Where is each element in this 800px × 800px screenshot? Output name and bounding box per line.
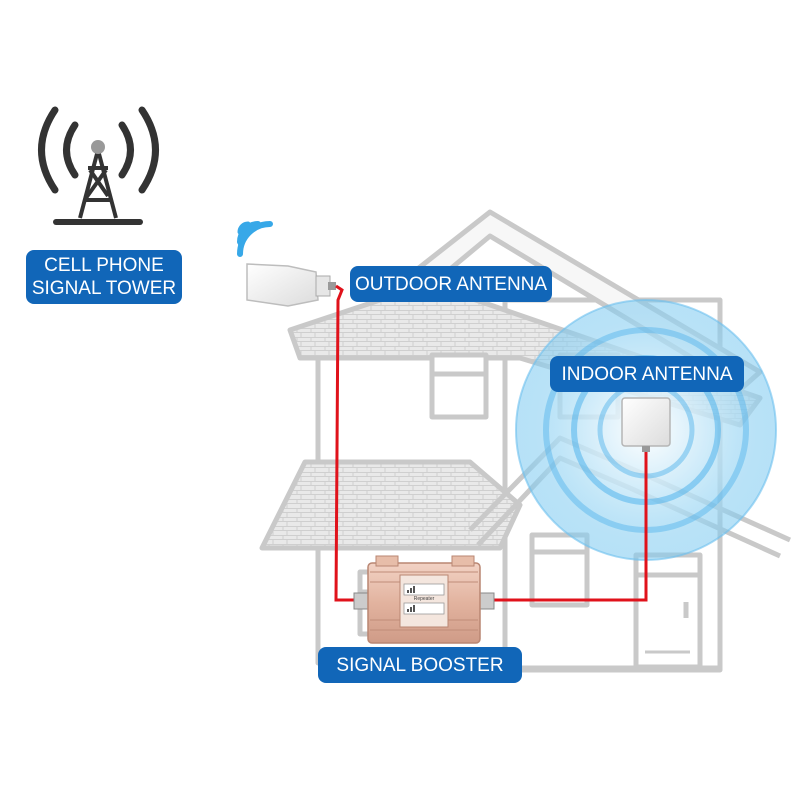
indoor-cable — [494, 452, 648, 602]
booster-screen-text: Repeater — [414, 596, 435, 602]
indoor-antenna-label: INDOOR ANTENNA — [550, 356, 744, 392]
wifi-wave-icon — [237, 221, 273, 257]
cell-tower-icon — [38, 106, 159, 225]
house-window — [429, 352, 489, 420]
lower-shingle-roof — [259, 459, 523, 551]
indoor-antenna-device — [621, 397, 671, 452]
cell-tower-label-line1: CELL PHONE — [44, 255, 164, 276]
indoor-antenna-label-text: INDOOR ANTENNA — [561, 364, 733, 385]
cell-tower-label: CELL PHONE SIGNAL TOWER — [26, 250, 182, 304]
outdoor-antenna-device — [237, 221, 336, 307]
house-window — [529, 532, 590, 608]
signal-booster-label-text: SIGNAL BOOSTER — [336, 655, 504, 676]
coax-cables — [334, 284, 648, 602]
signal-booster-device: Repeater — [353, 555, 495, 644]
cell-tower-label-line2: SIGNAL TOWER — [31, 278, 177, 299]
signal-booster-label: SIGNAL BOOSTER — [318, 647, 522, 683]
outdoor-antenna-label: OUTDOOR ANTENNA — [350, 266, 552, 302]
outdoor-antenna-label-text: OUTDOOR ANTENNA — [354, 274, 548, 295]
outdoor-cable — [334, 284, 362, 602]
